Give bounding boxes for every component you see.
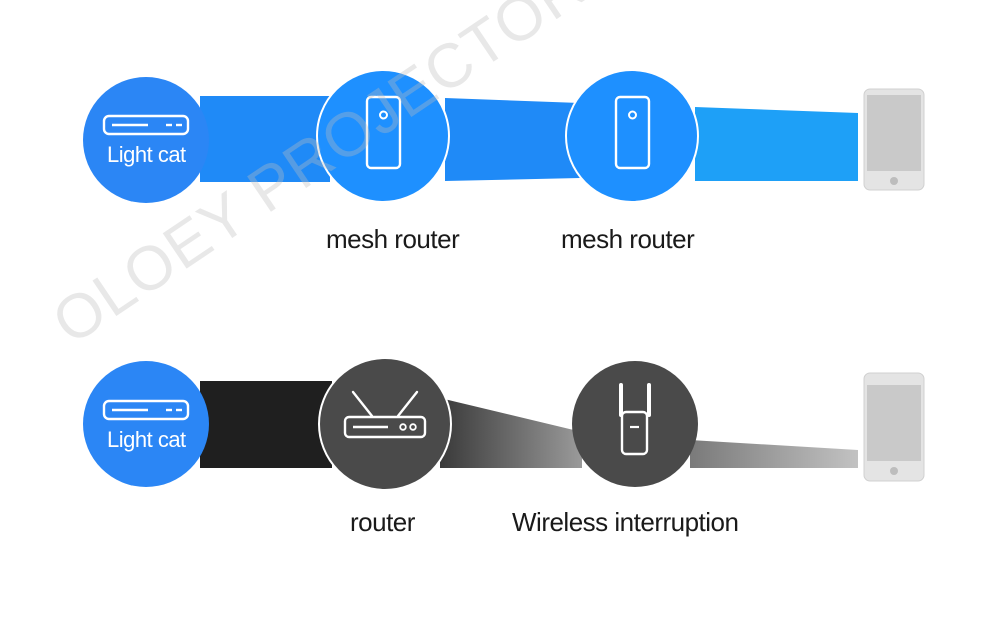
mesh-router-icon xyxy=(614,95,651,170)
signal-band xyxy=(690,440,858,468)
smartphone-icon xyxy=(863,372,925,482)
signal-band xyxy=(440,398,582,468)
modem-label: Light cat xyxy=(107,427,186,452)
signal-band xyxy=(695,107,858,181)
modem-icon xyxy=(102,399,190,421)
mesh-router-label: mesh router xyxy=(326,224,460,254)
smartphone-icon xyxy=(863,88,925,191)
mesh-router-node xyxy=(565,69,699,203)
modem-node xyxy=(83,361,209,487)
signal-band xyxy=(200,96,330,182)
router-icon xyxy=(343,390,427,439)
router-label: router xyxy=(350,507,415,537)
mesh-router-icon xyxy=(365,95,402,170)
signal-band xyxy=(200,381,332,468)
traditional-row-bands xyxy=(200,381,858,468)
mesh-router-label: mesh router xyxy=(561,224,695,254)
modem-node xyxy=(83,77,209,203)
router-node xyxy=(318,357,452,491)
wireless-interruption-label: Wireless interruption xyxy=(512,507,739,537)
mesh-router-node xyxy=(316,69,450,203)
wifi-extender-icon xyxy=(619,383,651,456)
signal-band xyxy=(445,98,580,181)
modem-label: Light cat xyxy=(107,142,186,167)
mesh-row-bands xyxy=(200,96,858,182)
extender-node xyxy=(572,361,698,487)
modem-icon xyxy=(102,114,190,136)
